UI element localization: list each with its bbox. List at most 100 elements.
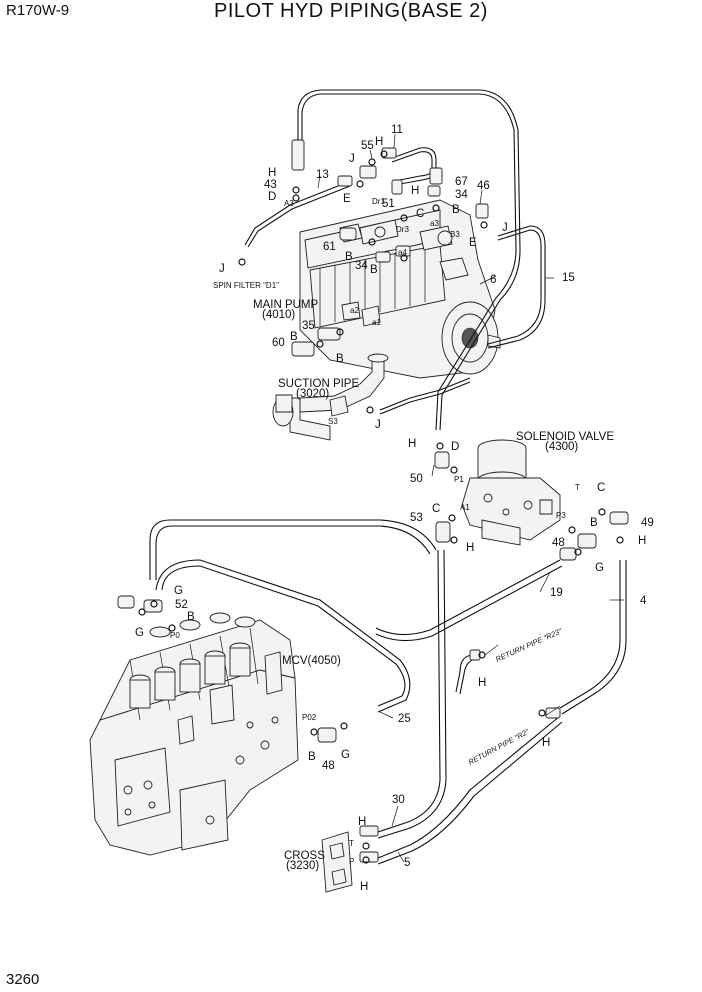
solenoid-valve-code: (4300) — [545, 441, 578, 453]
letter-c: C — [432, 503, 440, 515]
port-p1: P1 — [454, 475, 464, 484]
spin-filter-label: SPIN FILTER "D1" — [213, 281, 279, 290]
letter-b: B — [370, 264, 378, 276]
letter-b: B — [308, 751, 316, 763]
letter-b: B — [336, 353, 344, 365]
cross-label: CROSS — [284, 850, 325, 862]
letter-g: G — [341, 749, 350, 761]
solenoid-valve-label: SOLENOID VALVE — [516, 431, 614, 443]
callout-51: 51 — [382, 198, 395, 210]
callout-67: 67 — [455, 176, 468, 188]
letter-j: J — [375, 419, 381, 431]
port-a1: a1 — [372, 318, 381, 327]
page-title: PILOT HYD PIPING(BASE 2) — [214, 0, 488, 22]
leader-lines — [317, 133, 624, 863]
letter-h: H — [478, 677, 486, 689]
port-a3-lower: a3 — [430, 219, 439, 228]
letter-callouts: H H H H H H H H H H J J J J D D E E B B … — [135, 136, 646, 893]
cross-drawing — [321, 831, 353, 893]
port-a2: a2 — [350, 306, 359, 315]
callout-50: 50 — [410, 473, 423, 485]
letter-j: J — [502, 222, 508, 234]
letter-h: H — [268, 167, 276, 179]
letter-b: B — [345, 251, 353, 263]
port-p3: P3 — [556, 511, 566, 520]
port-dr1: Dr1 — [372, 197, 385, 206]
mcv-drawing — [89, 612, 299, 856]
letter-d: D — [451, 441, 459, 453]
port-p02: P02 — [302, 713, 317, 722]
page-number: 3260 — [6, 971, 40, 988]
letter-c: C — [416, 208, 424, 220]
return-pipe-r23-label: RETURN PIPE "R23" — [494, 626, 563, 663]
return-pipe-r2-label: RETURN PIPE "R2" — [467, 727, 531, 767]
letter-g: G — [595, 562, 604, 574]
letter-h: H — [411, 185, 419, 197]
callout-43: 43 — [264, 179, 277, 191]
callout-60: 60 — [272, 337, 285, 349]
cross-code: (3230) — [286, 860, 319, 872]
letter-d: D — [268, 191, 276, 203]
part-callouts: 11 55 13 43 67 34 46 51 61 34 6 15 35 60… — [175, 124, 654, 869]
port-t-cross: T — [349, 839, 354, 848]
port-a3: A3 — [284, 199, 294, 208]
letter-h: H — [375, 136, 383, 148]
letter-e: E — [469, 237, 477, 249]
callout-4: 4 — [640, 595, 647, 607]
letter-c: C — [597, 482, 605, 494]
callout-48-left: 48 — [322, 760, 335, 772]
port-a4: a4 — [398, 248, 407, 257]
callout-5: 5 — [404, 857, 410, 869]
suction-pipe-code: (3020) — [296, 388, 329, 400]
callout-6: 6 — [490, 274, 496, 286]
letter-b: B — [290, 331, 298, 343]
letter-h: H — [466, 542, 474, 554]
callout-35: 35 — [302, 320, 315, 332]
suction-pipe-drawing — [272, 353, 389, 441]
callout-34-mid: 34 — [355, 260, 368, 272]
letter-b: B — [590, 517, 598, 529]
callout-30: 30 — [392, 794, 405, 806]
port-s3: S3 — [328, 417, 338, 426]
callout-46: 46 — [477, 180, 490, 192]
hoses — [149, 89, 627, 865]
port-b3: B3 — [450, 230, 460, 239]
letter-h: H — [358, 816, 366, 828]
letter-h: H — [638, 535, 646, 547]
letter-e: E — [343, 193, 351, 205]
callout-53: 53 — [410, 512, 423, 524]
port-t-solenoid: T — [575, 483, 580, 492]
callout-48-right: 48 — [552, 537, 565, 549]
letter-b: B — [187, 611, 195, 623]
callout-61: 61 — [323, 241, 336, 253]
port-a1-solenoid: A1 — [460, 503, 470, 512]
main-pump-code: (4010) — [262, 309, 295, 321]
callout-52: 52 — [175, 599, 188, 611]
letter-h: H — [408, 438, 416, 450]
callout-11: 11 — [391, 124, 403, 136]
port-p0: P0 — [170, 631, 180, 640]
fittings — [117, 139, 629, 864]
mcv-label: MCV(4050) — [282, 655, 341, 667]
main-pump-drawing — [299, 199, 501, 379]
letter-j: J — [349, 153, 355, 165]
port-p-cross: P — [349, 857, 354, 866]
callout-55: 55 — [361, 140, 374, 152]
letter-g: G — [135, 627, 144, 639]
port-dr3: Dr3 — [396, 225, 409, 234]
callout-25: 25 — [398, 713, 411, 725]
letter-b: B — [452, 204, 460, 216]
letter-h: H — [542, 737, 550, 749]
callout-49: 49 — [641, 517, 654, 529]
letter-j: J — [219, 263, 225, 275]
suction-pipe-label: SUCTION PIPE — [278, 378, 359, 390]
callout-19: 19 — [550, 587, 563, 599]
letter-h: H — [360, 881, 368, 893]
solenoid-valve-drawing — [461, 439, 561, 546]
callout-13: 13 — [316, 169, 329, 181]
main-pump-label: MAIN PUMP — [253, 299, 319, 311]
callout-34-top: 34 — [455, 189, 468, 201]
port-labels: A3 Dr1 Dr3 a3 B3 a4 a2 a1 S3 P1 A1 T P3 … — [170, 197, 580, 866]
model-code: R170W-9 — [6, 2, 70, 19]
